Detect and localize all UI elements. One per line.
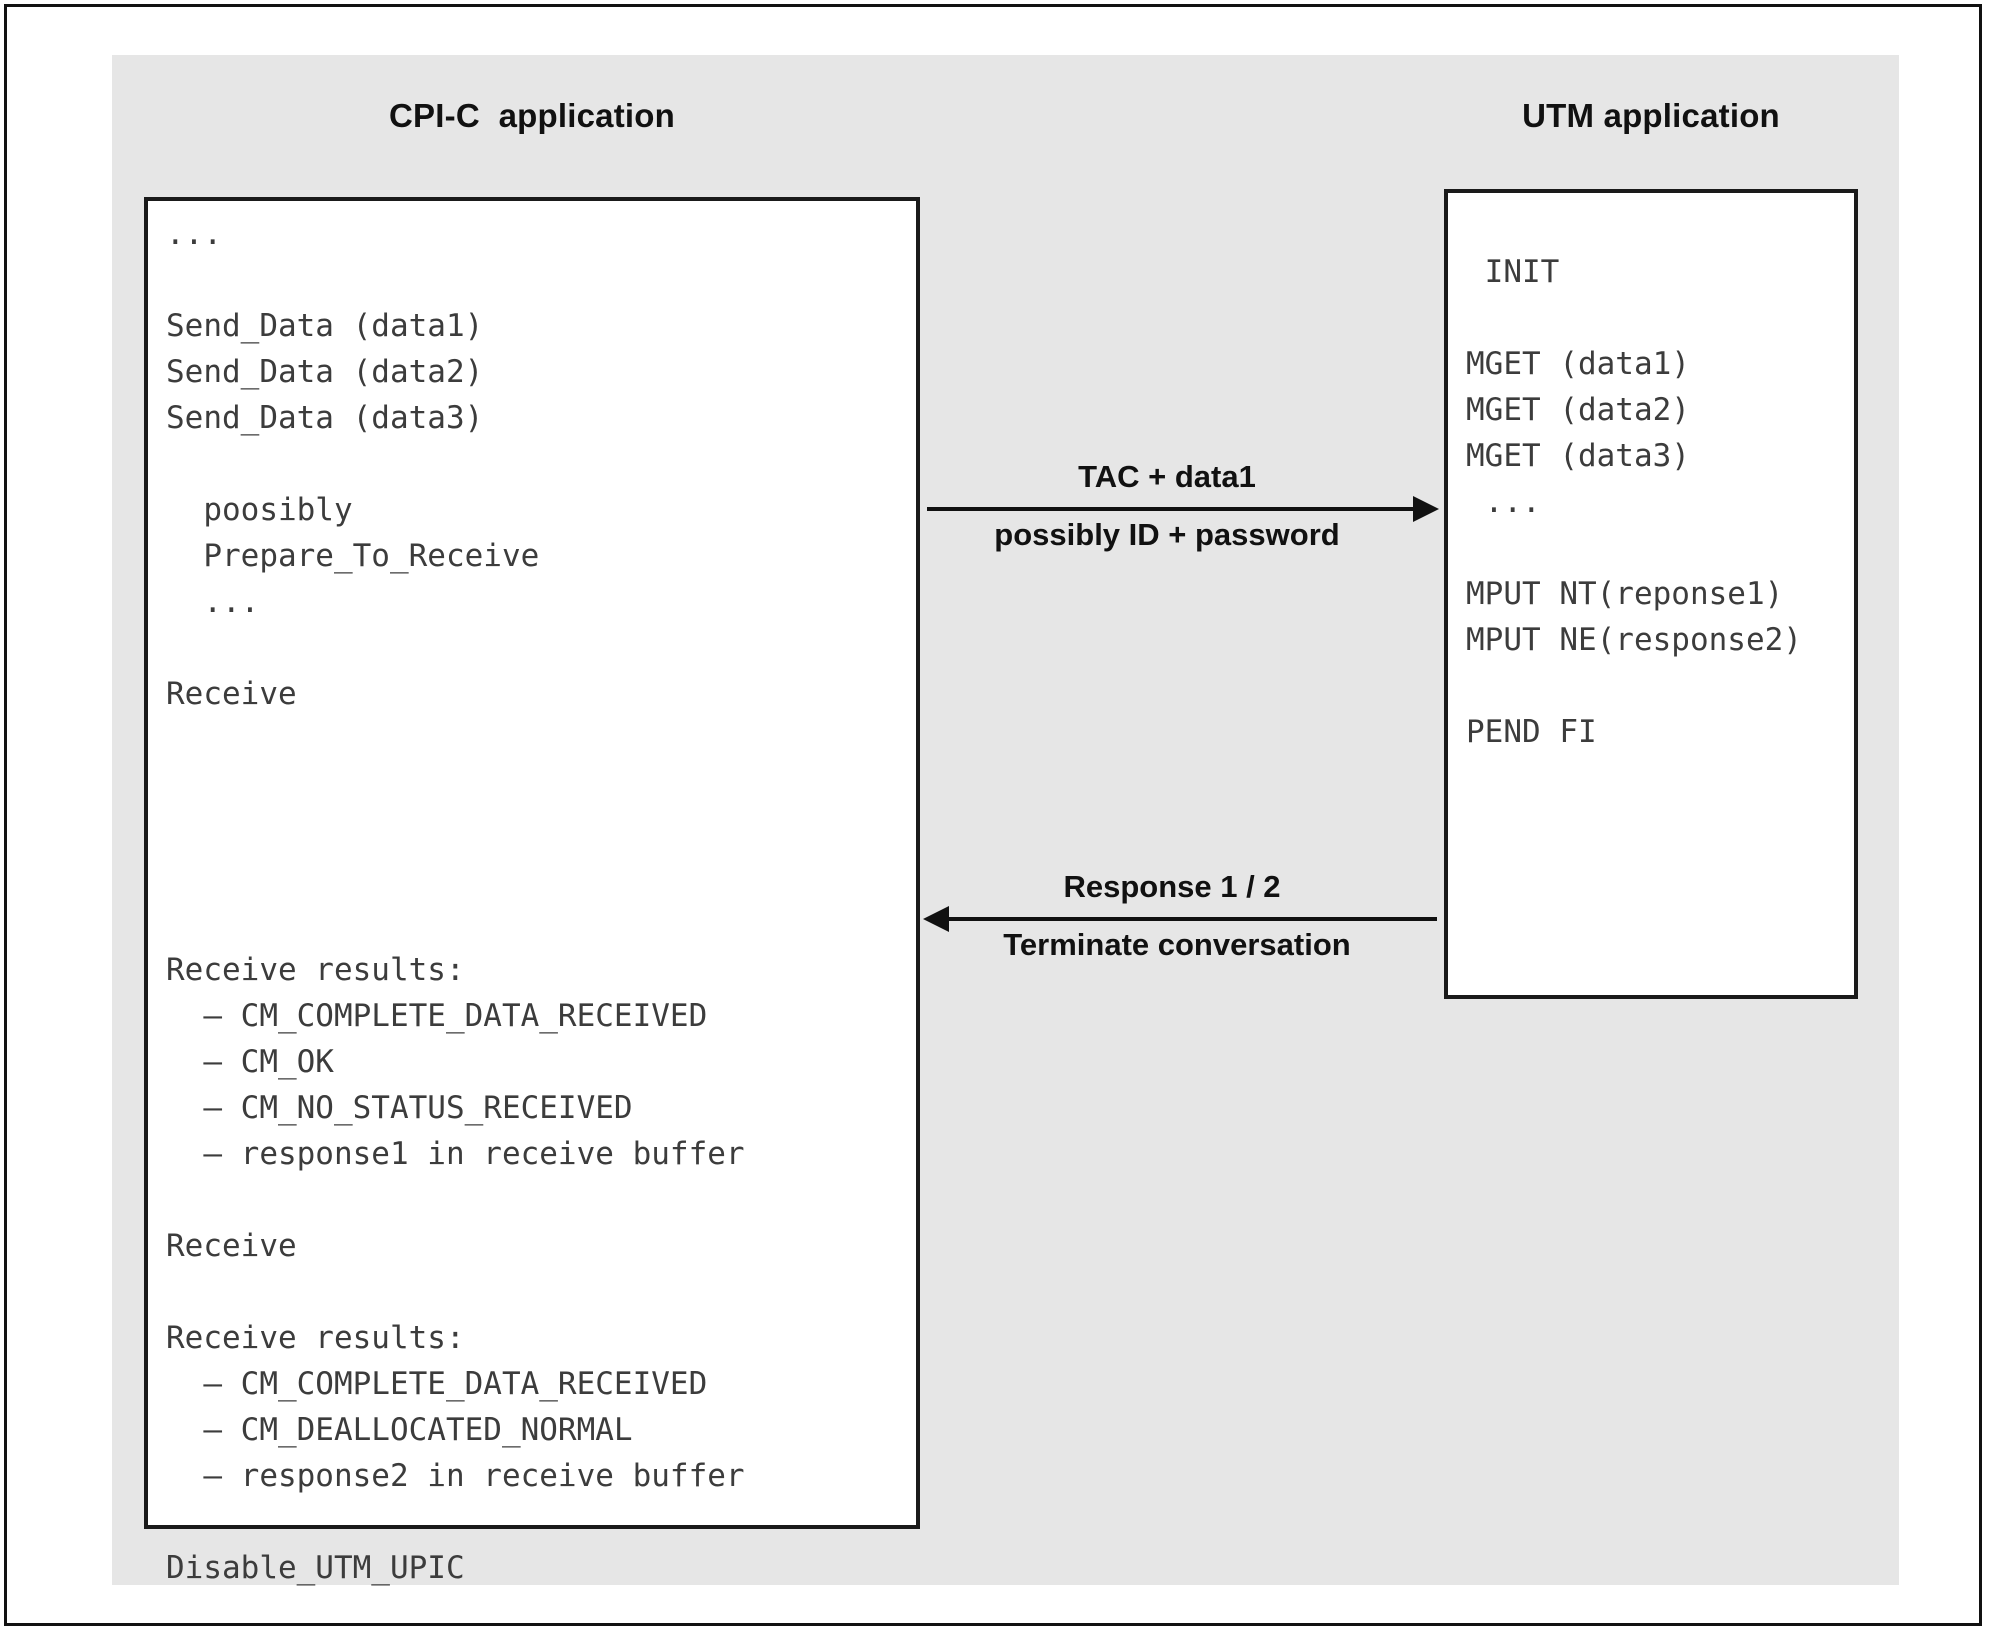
utm-application-title: UTM application: [1522, 97, 1780, 134]
cpic-code-line: Send_Data (data2): [166, 354, 484, 390]
cpic-code-line: Send_Data (data3): [166, 400, 484, 436]
cpic-code-line: – response1 in receive buffer: [166, 1136, 745, 1172]
utm-code-line: MGET (data2): [1466, 392, 1690, 428]
cpic-code-line: – CM_COMPLETE_DATA_RECEIVED: [166, 1366, 708, 1402]
cpic-code-line: ...: [166, 216, 222, 252]
request-arrow-label-above: TAC + data1: [1078, 459, 1256, 494]
cpic-code-line: [166, 625, 910, 671]
cpic-code-line: – response2 in receive buffer: [166, 1458, 745, 1494]
utm-code-line: ...: [1466, 484, 1541, 520]
utm-code-line: INIT: [1466, 254, 1560, 290]
cpic-code-line: Receive results:: [166, 952, 465, 988]
utm-code-line: [1466, 295, 1848, 341]
cpic-code-line: [166, 1177, 910, 1223]
cpic-code-line: [166, 441, 910, 487]
utm-code-line: MGET (data3): [1466, 438, 1690, 474]
cpic-application-title: CPI-C application: [389, 97, 675, 134]
cpic-code-line: [166, 717, 910, 763]
cpic-code-line: ...: [166, 584, 260, 620]
cpic-code-line: Receive: [166, 1228, 297, 1264]
cpic-code-line: poosibly: [166, 492, 353, 528]
response-arrow-label-below: Terminate conversation: [1003, 927, 1351, 962]
cpic-code-line: [166, 763, 910, 809]
cpic-code-list: ... Send_Data (data1) Send_Data (data2) Sen…: [166, 211, 910, 1591]
utm-code-list: INIT MGET (data1) MGET (data2) MGET (data3)…: [1466, 203, 1848, 755]
request-arrow-line: [927, 507, 1415, 511]
utm-code-line: [1466, 663, 1848, 709]
response-arrow-label-above: Response 1 / 2: [1063, 869, 1281, 904]
cpic-code-line: – CM_DEALLOCATED_NORMAL: [166, 1412, 633, 1448]
cpic-code-line: Prepare_To_Receive: [166, 538, 540, 574]
cpic-code-line: [166, 855, 910, 901]
utm-code-line: MPUT NT(reponse1): [1466, 576, 1784, 612]
utm-code-line: [1466, 203, 1848, 249]
request-arrow-label-below: possibly ID + password: [994, 517, 1340, 552]
cpic-code-line: – CM_OK: [166, 1044, 334, 1080]
cpic-code-line: Send_Data (data1): [166, 308, 484, 344]
response-arrow-line: [947, 917, 1437, 921]
cpic-code-line: [166, 809, 910, 855]
utm-code-line: MGET (data1): [1466, 346, 1690, 382]
cpic-code-line: – CM_COMPLETE_DATA_RECEIVED: [166, 998, 708, 1034]
utm-code-line: [1466, 525, 1848, 571]
request-arrow-head-icon: [1413, 496, 1439, 522]
cpic-code-line: Receive results:: [166, 1320, 465, 1356]
cpic-code-line: [166, 1499, 910, 1545]
cpic-code-box: ... Send_Data (data1) Send_Data (data2) Sen…: [144, 197, 920, 1586]
cpic-code-line: Receive: [166, 676, 297, 712]
utm-code-line: PEND FI: [1466, 714, 1597, 750]
cpic-code-line: [166, 257, 910, 303]
utm-code-line: MPUT NE(response2): [1466, 622, 1802, 658]
response-arrow-head-icon: [923, 906, 949, 932]
cpic-code-line: [166, 901, 910, 947]
cpic-code-line: [166, 1269, 910, 1315]
utm-code-box: INIT MGET (data1) MGET (data2) MGET (data3)…: [1444, 189, 1858, 999]
cpic-code-line: Disable_UTM_UPIC: [166, 1550, 465, 1586]
outer-frame: CPI-C application UTM application ... Sen…: [4, 4, 1982, 1626]
cpic-code-line: – CM_NO_STATUS_RECEIVED: [166, 1090, 633, 1126]
